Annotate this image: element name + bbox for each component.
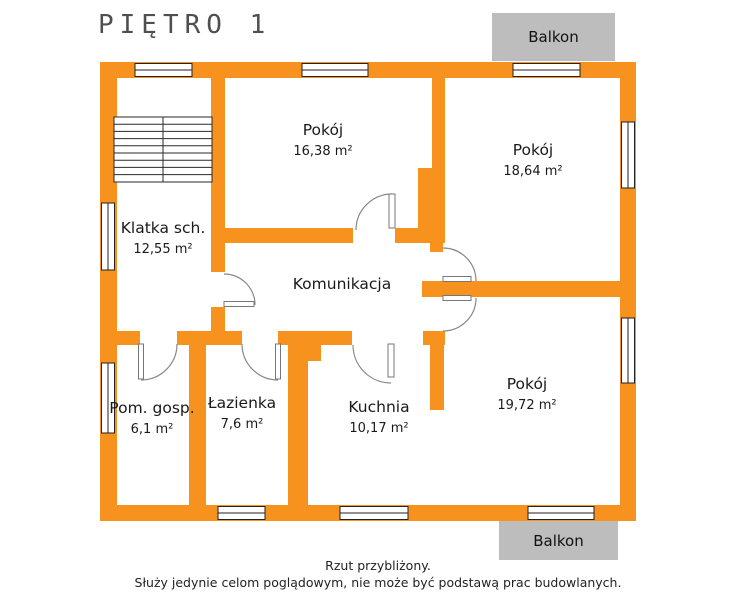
wall-stairs-right-upper (211, 78, 225, 272)
room-area: 18,64 m² (503, 163, 563, 179)
doors (138, 193, 477, 384)
door-leaf-pomgosp (138, 343, 144, 380)
door-leaf-pokoj3 (442, 295, 472, 301)
wall-lazienka-kuchnia (288, 345, 308, 505)
door-arc-pokoj1 (355, 193, 393, 231)
balcony-top: Balkon (492, 13, 615, 61)
door-arc-pokoj2 (442, 247, 477, 282)
windows (101, 63, 635, 520)
door-arc-klatka (223, 273, 256, 306)
room-name: Łazienka (207, 394, 277, 412)
room-area: 19,72 m² (497, 397, 557, 413)
room-label-pokoj1: Pokój 16,38 m² (248, 121, 398, 160)
door-arc-kuchnia (352, 344, 392, 384)
balcony-bottom: Balkon (499, 521, 618, 560)
wall-between-top-rooms-thin (432, 62, 445, 168)
door-arc-pomgosp (140, 343, 178, 381)
room-name: Pom. gosp. (109, 399, 195, 417)
door-leaf-klatka (223, 301, 255, 307)
room-name: Komunikacja (292, 275, 392, 293)
wall-kuchnia-pokoj-partial (430, 345, 444, 410)
wall-corridor-top-left (211, 228, 353, 243)
room-area: 7,6 m² (220, 416, 264, 432)
room-name: Kuchnia (348, 398, 410, 416)
room-label-klatka: Klatka sch. 12,55 m² (88, 219, 238, 258)
room-name: Klatka sch. (120, 219, 206, 237)
wall-between-top-rooms-thick (418, 168, 445, 243)
interior-walls (100, 62, 636, 505)
wall-kitchen-pilaster (308, 331, 321, 361)
door-leaf-lazienka (275, 343, 281, 380)
wall-corridor-bottom-2 (177, 331, 242, 345)
room-name: Pokój (302, 121, 344, 139)
room-label-pokoj2: Pokój 18,64 m² (458, 141, 608, 180)
wall-corridor-right-stub (430, 243, 443, 252)
stairs-icon (113, 116, 213, 183)
room-label-kuchnia: Kuchnia 10,17 m² (304, 398, 454, 437)
page-title: PIĘTRO 1 (98, 10, 272, 40)
door-leaf-pokoj1 (388, 193, 396, 229)
door-arc-lazienka (241, 343, 279, 381)
wall-between-right-rooms (422, 281, 636, 297)
room-area: 10,17 m² (349, 420, 409, 436)
room-name: Pokój (512, 141, 554, 159)
room-name: Pokój (506, 375, 548, 393)
wall-corridor-bottom-4 (423, 331, 445, 345)
disclaimer-line-1: Rzut przybliżony. (325, 558, 431, 573)
wall-pomgosp-lazienka (189, 345, 206, 505)
door-leaf-pokoj2 (442, 276, 472, 282)
balcony-bottom-label: Balkon (533, 531, 584, 550)
wall-corridor-top-right (395, 228, 418, 243)
room-label-pokoj3: Pokój 19,72 m² (452, 375, 602, 414)
disclaimer-line-2: Służy jedynie celom poglądowym, nie może… (134, 574, 622, 590)
door-arc-pokoj3 (442, 297, 477, 332)
room-label-lazienka: Łazienka 7,6 m² (167, 394, 317, 433)
room-label-pomgosp: Pom. gosp. 6,1 m² (77, 399, 227, 438)
room-area: 6,1 m² (130, 421, 174, 437)
disclaimer: Rzut przybliżony. Służy jedynie celom po… (0, 558, 756, 592)
room-label-komunikacja: Komunikacja (267, 275, 417, 294)
door-leaf-kuchnia (387, 343, 395, 378)
wall-corridor-bottom-1 (100, 331, 140, 345)
room-area: 12,55 m² (133, 241, 193, 257)
balcony-top-label: Balkon (528, 28, 579, 46)
room-area: 16,38 m² (293, 143, 353, 159)
